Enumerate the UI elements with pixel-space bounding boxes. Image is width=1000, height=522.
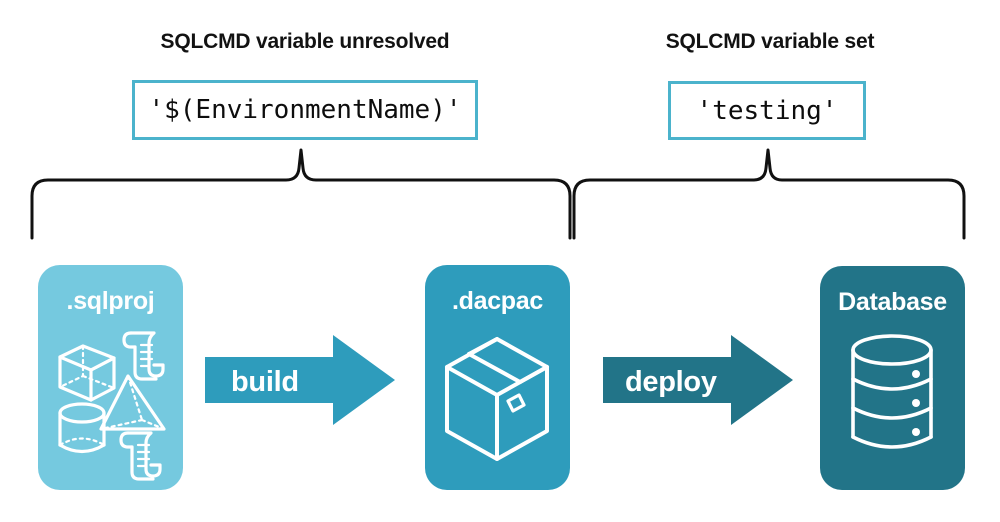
cube-wireframe-icon: [58, 344, 116, 402]
cylinder-wireframe-icon: [58, 402, 106, 454]
arrow-deploy-icon: [603, 335, 793, 425]
database-artwork: [851, 334, 933, 449]
sqlproj-artwork: [58, 331, 166, 481]
heading-sqlcmd-variable-unresolved: SQLCMD variable unresolved: [160, 30, 450, 53]
heading-sqlcmd-variable-set: SQLCMD variable set: [665, 30, 875, 53]
code-value-box-environment-name: '$(EnvironmentName)': [132, 80, 478, 140]
dacpac-artwork: [445, 337, 549, 461]
package-box-icon: [445, 337, 549, 461]
arrow-build-icon: [205, 335, 395, 425]
stage-panel-database: Database: [820, 266, 965, 490]
stage-panel-sqlproj: .sqlproj: [38, 265, 183, 490]
scroll-icon: [119, 431, 162, 481]
brace-right-icon: [572, 148, 966, 240]
stage-label-dacpac: .dacpac: [451, 287, 543, 315]
database-status-dots: [912, 370, 920, 436]
code-value-box-testing: 'testing': [668, 81, 866, 140]
scroll-icon: [122, 331, 165, 381]
arrow-deploy: deploy: [603, 335, 793, 430]
stage-panel-dacpac: .dacpac: [425, 265, 570, 490]
stage-label-database: Database: [838, 288, 947, 316]
database-cylinder-icon: [851, 334, 933, 449]
arrow-build: build: [205, 335, 395, 430]
pyramid-wireframe-icon: [99, 374, 166, 431]
brace-left-icon: [30, 148, 572, 240]
stage-label-sqlproj: .sqlproj: [66, 287, 155, 315]
